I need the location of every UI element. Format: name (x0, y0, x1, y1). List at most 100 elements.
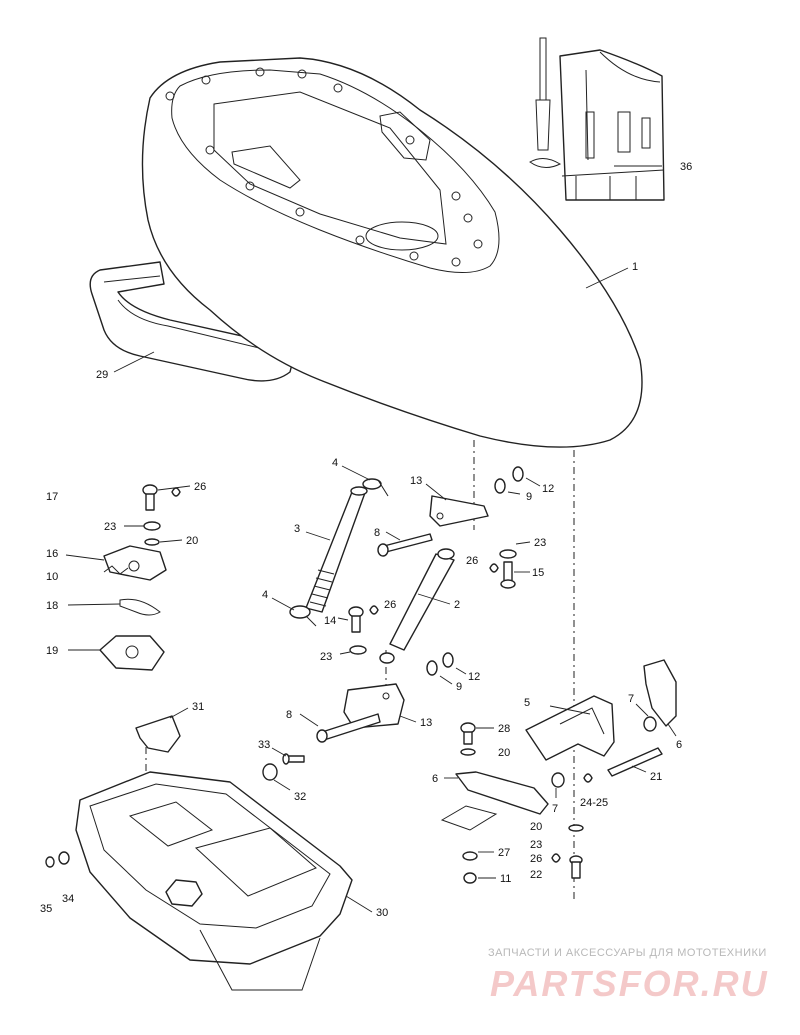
label-12b: 12 (468, 671, 480, 683)
part-13-bracket-bottom (343, 683, 405, 729)
part-26-threadlock-right (489, 563, 499, 573)
part-10-spring (103, 565, 129, 575)
label-13a: 13 (410, 475, 422, 487)
watermark: ЗАПЧАСТИ И АКСЕССУАРЫ ДЛЯ МОТОТЕХНИКИ PA… (488, 947, 769, 1004)
part-36-tool-kit (529, 37, 665, 201)
label-36: 36 (680, 161, 692, 173)
part-24-25-threadlock (583, 773, 593, 783)
label-15: 15 (532, 567, 544, 579)
label-7a: 7 (628, 693, 634, 705)
part-29-rim (89, 261, 297, 382)
label-32: 32 (294, 791, 306, 803)
part-35-nut (45, 856, 55, 868)
part-26-screw-left (142, 484, 158, 511)
label-11: 11 (500, 873, 511, 885)
label-23b: 23 (320, 651, 332, 663)
part-28-screw (460, 722, 476, 745)
part-31-clip (135, 715, 181, 753)
label-28: 28 (498, 723, 510, 735)
part-7-bushing-right (643, 716, 657, 732)
part-2-gas-strut (379, 548, 455, 664)
leader-lines (65, 165, 677, 913)
part-1-hood (141, 57, 643, 448)
label-7b: 7 (552, 803, 558, 815)
label-9b: 9 (456, 681, 462, 693)
part-22-screw (569, 855, 583, 879)
label-21: 21 (650, 771, 662, 783)
label-4a: 4 (332, 457, 338, 469)
part-14-screw (348, 606, 364, 633)
label-20b: 20 (498, 747, 510, 759)
part-23-washer-mid (349, 645, 367, 655)
part-6-arm-right (643, 659, 677, 727)
part-9-washer-bottom (426, 660, 438, 676)
label-17: 17 (46, 491, 58, 503)
label-35: 35 (40, 903, 52, 915)
label-5: 5 (524, 697, 530, 709)
label-13b: 13 (420, 717, 432, 729)
part-27-washer (462, 851, 478, 861)
label-12a: 12 (542, 483, 554, 495)
label-34: 34 (62, 893, 74, 905)
callout-labels: 1 29 36 4 3 4 13 8 9 12 23 26 15 2 14 26… (40, 161, 692, 919)
part-13-bracket-top (429, 495, 489, 527)
part-16-latch (103, 545, 167, 581)
label-2: 2 (454, 599, 460, 611)
watermark-tagline: ЗАПЧАСТИ И АКСЕССУАРЫ ДЛЯ МОТОТЕХНИКИ (488, 947, 767, 959)
part-4-clip-bottom (289, 605, 317, 627)
part-3-pole (305, 486, 368, 613)
label-8b: 8 (286, 709, 292, 721)
label-1: 1 (632, 261, 638, 273)
part-23-washer-right (499, 549, 517, 559)
part-8-bolt-top (377, 533, 433, 557)
part-8-bolt-bottom (316, 713, 381, 743)
part-11-nut (463, 872, 477, 884)
label-9a: 9 (526, 491, 532, 503)
part-pad (440, 805, 498, 831)
part-7-bushing-left (551, 772, 565, 788)
part-12-nut-bottom (442, 652, 454, 668)
watermark-logo: PARTSFOR.RU (490, 963, 769, 1004)
part-26-threadlock-left (171, 487, 181, 497)
label-26b: 26 (384, 599, 396, 611)
part-33-screw (282, 753, 305, 765)
label-4b: 4 (262, 589, 268, 601)
label-26c: 26 (194, 481, 206, 493)
label-6a: 6 (676, 739, 682, 751)
label-23c: 23 (104, 521, 116, 533)
part-12-nut-top (512, 466, 524, 482)
part-20-washer-low (568, 824, 584, 832)
label-31: 31 (192, 701, 204, 713)
label-18: 18 (46, 600, 58, 612)
label-20a: 20 (186, 535, 198, 547)
label-3: 3 (294, 523, 300, 535)
part-34-washer (58, 851, 70, 865)
part-4-clip-top (362, 478, 389, 497)
part-19-latch-plate (99, 635, 165, 671)
label-20c: 20 (530, 821, 542, 833)
label-8a: 8 (374, 527, 380, 539)
label-23a: 23 (534, 537, 546, 549)
part-18-cable (119, 598, 161, 616)
part-20-washer-mid (460, 748, 476, 756)
label-16: 16 (46, 548, 58, 560)
part-30-storage-bin (75, 771, 353, 991)
part-5-linkage (525, 695, 615, 761)
label-19: 19 (46, 645, 58, 657)
part-23-washer-left (143, 521, 161, 531)
label-14: 14 (324, 615, 336, 627)
part-6-arm-left (455, 771, 549, 815)
label-29: 29 (96, 369, 108, 381)
label-10: 10 (46, 571, 58, 583)
part-32-grommet (262, 763, 278, 781)
part-9-washer-top (494, 478, 506, 494)
part-26-threadlock-low (551, 853, 561, 863)
label-33: 33 (258, 739, 270, 751)
label-30: 30 (376, 907, 388, 919)
label-24-25: 24-25 (580, 797, 608, 809)
label-6b: 6 (432, 773, 438, 785)
label-26a: 26 (466, 555, 478, 567)
label-27: 27 (498, 847, 510, 859)
label-26d: 26 (530, 853, 542, 865)
